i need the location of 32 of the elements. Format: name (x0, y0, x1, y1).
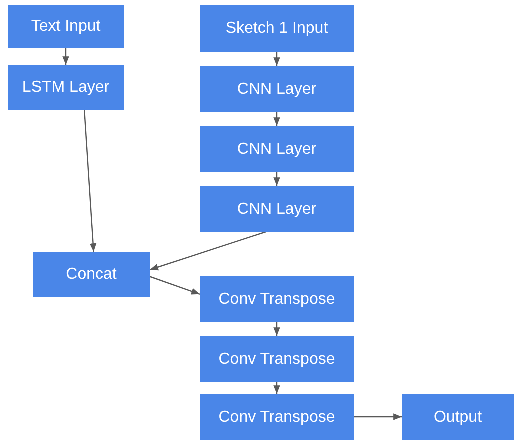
process-box (8, 65, 124, 110)
node-label: Conv Transpose (218, 408, 336, 426)
node-label: LSTM Layer (22, 78, 110, 97)
arrow (274, 112, 280, 126)
arrow (150, 276, 200, 295)
process-box (8, 5, 124, 48)
node-label: Output (434, 408, 482, 426)
process-box (200, 276, 354, 322)
process-box (200, 126, 354, 172)
node-label: Sketch 1 Input (226, 19, 328, 38)
process-box (200, 66, 354, 112)
process-box (200, 5, 354, 52)
arrow (274, 52, 280, 66)
arrow (354, 414, 402, 420)
arrow (84, 110, 97, 252)
process-box (33, 252, 150, 297)
arrow (150, 231, 266, 271)
process-box (200, 186, 354, 232)
node-label: Conv Transpose (218, 290, 336, 308)
node-label: CNN Layer (237, 140, 317, 158)
process-box (402, 394, 514, 440)
process-box (200, 394, 354, 440)
node-label: Text Input (31, 17, 101, 36)
arrow (62, 48, 70, 65)
node-label: CNN Layer (237, 80, 317, 98)
node-label: Concat (66, 265, 117, 284)
arrow (274, 382, 280, 394)
node-label: CNN Layer (237, 200, 317, 218)
process-box (200, 336, 354, 382)
arrow (274, 322, 280, 336)
node-label: Conv Transpose (218, 350, 336, 368)
arrow (274, 172, 280, 186)
